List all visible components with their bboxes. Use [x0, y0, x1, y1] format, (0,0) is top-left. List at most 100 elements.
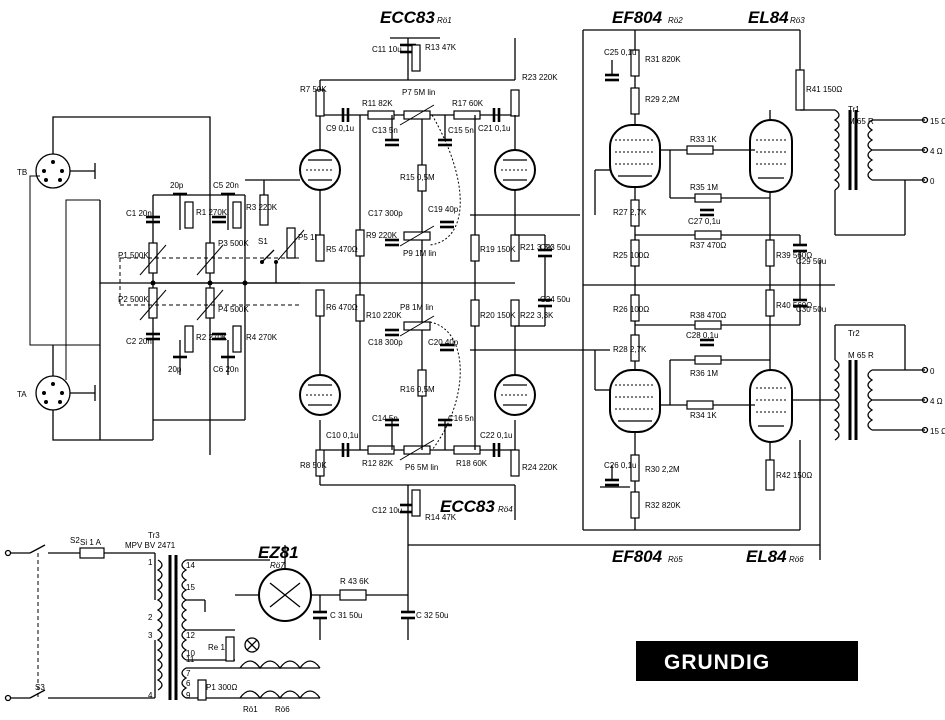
c19-label: C19 40p	[428, 205, 459, 214]
r35-label: R35 1M	[690, 183, 718, 192]
connector-ta: TA	[17, 375, 96, 411]
output-transformers: 15 Ω 4 Ω 0 Tr1 M 65 R 0 4 Ω 15 Ω Tr2 M 6…	[408, 105, 945, 560]
r25-label: R25 100Ω	[613, 251, 649, 260]
tube-rö5-ref: Rö5	[668, 555, 683, 564]
pin-2: 2	[148, 613, 153, 622]
pin-1: 1	[148, 558, 153, 567]
c11-label: C11 10u	[372, 45, 402, 54]
r37-label: R37 470Ω	[690, 241, 726, 250]
r22-label: R22 3,3K	[520, 311, 554, 320]
p2-label: P2 500K	[118, 295, 149, 304]
r36-label: R36 1M	[690, 369, 718, 378]
r21-label: R21 3,3K	[520, 243, 554, 252]
c16-label: C16 5n	[448, 414, 474, 423]
r40-label: R40 560Ω	[776, 301, 812, 310]
c4-label: 20p	[168, 365, 182, 374]
p9-label: P9 1M lin	[403, 249, 436, 258]
pin-15: 15	[186, 583, 195, 592]
c12-label: C12 10u	[372, 506, 402, 515]
tube-rö2-ref: Rö2	[668, 16, 683, 25]
c23-label: C23 50u	[540, 243, 570, 252]
r5-label: R5 470Ω	[326, 245, 358, 254]
out-upper-15: 15 Ω	[930, 117, 945, 126]
tube-rö1-ref: Rö1	[437, 16, 452, 25]
connector-ta-label: TA	[17, 390, 27, 399]
s3-label: S3	[35, 683, 45, 692]
r2-label: R2 270K	[196, 333, 228, 342]
tr3-label: Tr3	[148, 531, 160, 540]
pin-14: 14	[186, 561, 195, 570]
c5-label: C5 20n	[213, 181, 239, 190]
r14-label: R14 47K	[425, 513, 457, 522]
fil-label-rö1: Rö1	[243, 705, 258, 714]
preamp-block: ECC83 Rö1 ECC83 Rö4 R7 50K R8 50K R5 470…	[299, 8, 610, 545]
r38-label: R38 470Ω	[690, 311, 726, 320]
fuse-label: Si 1 A	[80, 538, 102, 547]
tube-rö2-type: EF804	[612, 8, 663, 27]
c15-label: C15 5n	[448, 126, 474, 135]
connector-tb: TB	[17, 153, 96, 189]
grundig-logo: GRUNDIG	[636, 641, 858, 681]
c13-label: C13 5n	[372, 126, 398, 135]
p4-label: P4 500K	[218, 305, 249, 314]
r17-label: R17 60K	[452, 99, 484, 108]
c14-label: C14 5n	[372, 414, 398, 423]
r41-label: R41 150Ω	[806, 85, 842, 94]
p3-label: P3 500K	[218, 239, 249, 248]
c10-label: C10 0,1u	[326, 431, 358, 440]
c30-label: C30 50u	[796, 305, 826, 314]
pin-6: 6	[186, 679, 191, 688]
c20-label: C20 40p	[428, 338, 459, 347]
c24-label: C24 50u	[540, 295, 570, 304]
r16-label: R16 0,5M	[400, 385, 435, 394]
p7-label: P7 5M lin	[402, 88, 435, 97]
r27-label: R27 2,7K	[613, 208, 647, 217]
p5-label: P5 1M	[298, 233, 321, 242]
tube-ef804-upper	[609, 124, 661, 188]
r13-label: R13 47K	[425, 43, 457, 52]
tr1-label: Tr1	[848, 105, 860, 114]
s2-label: S2	[70, 536, 80, 545]
tr1-type: M 65 R	[848, 117, 874, 126]
s1-label: S1	[258, 237, 268, 246]
c6-label: C6 20n	[213, 365, 239, 374]
tr3-type: MPV BV 2471	[125, 541, 176, 550]
p6-label: P6 5M lin	[405, 463, 438, 472]
pin-10: 10	[186, 649, 195, 658]
r11-label: R11 82K	[362, 99, 393, 108]
r20-label: R20 150K	[480, 311, 516, 320]
r26-label: R26 100Ω	[613, 305, 649, 314]
r29-label: R29 2,2M	[645, 95, 680, 104]
r24-label: R24 220K	[522, 463, 558, 472]
c2-label: C2 20n	[126, 337, 152, 346]
tone-network: C1 20n C2 20n 20p 20p C5 20n C6 20n R1 2…	[118, 179, 321, 421]
connector-tb-label: TB	[17, 168, 27, 177]
c3-label: 20p	[170, 181, 184, 190]
c26-label: C26 0,1u	[604, 461, 636, 470]
r33-label: R33 1K	[690, 135, 717, 144]
pin-11: 11	[186, 655, 195, 664]
r39-label: R39 560Ω	[776, 251, 812, 260]
c25-label: C25 0,1u	[604, 48, 636, 57]
p1-label: P1 500K	[118, 251, 149, 260]
tube-el84-lower	[749, 369, 793, 443]
tube-rö7-type: EZ81	[258, 543, 299, 562]
tube-rö7-ref: Rö7	[270, 561, 285, 570]
p8-label: P8 1M lin	[400, 303, 433, 312]
fil-label-rö6: Rö6	[275, 705, 290, 714]
tube-el84-upper	[749, 119, 793, 193]
r18-label: R18 60K	[456, 459, 488, 468]
r4-label: R4 270K	[246, 333, 278, 342]
r43-label: R 43 6K	[340, 577, 370, 586]
c32-label: C 32 50u	[416, 611, 448, 620]
out-lower-15: 15 Ω	[930, 427, 945, 436]
r12-label: R12 82K	[362, 459, 394, 468]
tube-rö1-type: ECC83	[380, 8, 435, 27]
c29-label: C29 50u	[796, 257, 826, 266]
tube-ef804-lower	[609, 369, 661, 433]
tube-rö3-ref: Rö3	[790, 16, 805, 25]
tube-rö3-type: EL84	[748, 8, 789, 27]
c9-label: C9 0,1u	[326, 124, 354, 133]
